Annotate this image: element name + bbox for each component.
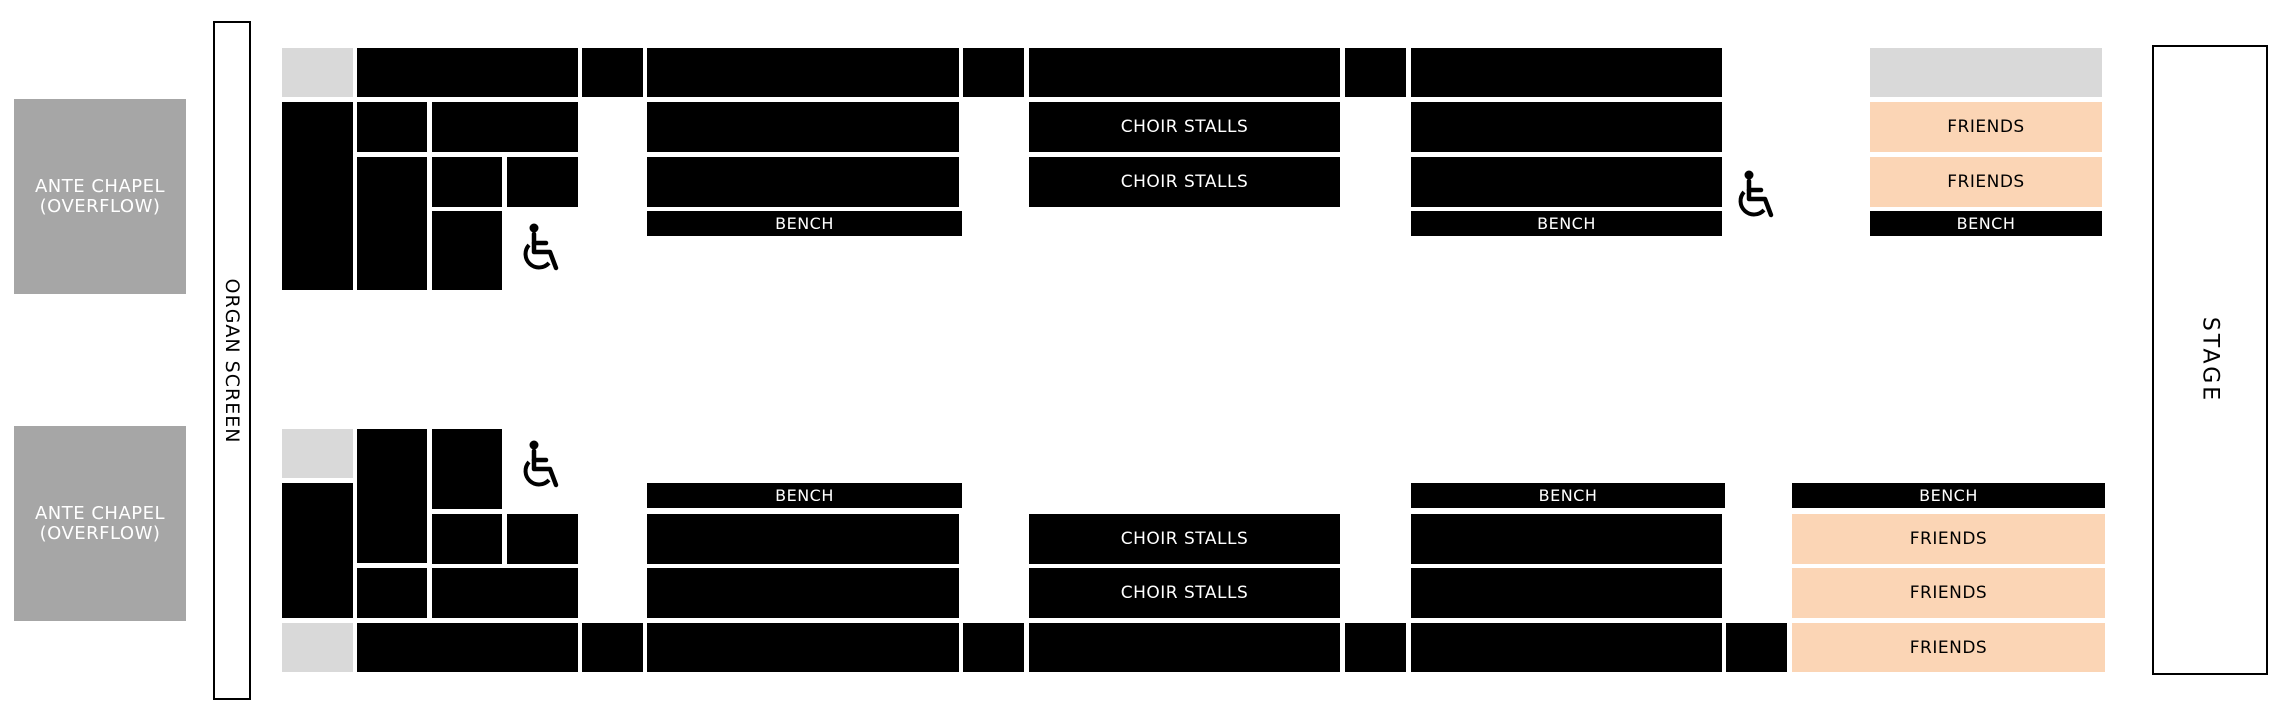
bench[interactable]: BENCH (647, 483, 962, 508)
organ-screen-label: ORGAN SCREEN (221, 278, 243, 443)
seat-block[interactable] (1345, 48, 1406, 97)
seat-block[interactable] (1726, 623, 1787, 672)
bench[interactable]: BENCH (1792, 483, 2105, 508)
seat-block[interactable] (1411, 514, 1722, 564)
ante-chapel-overflow-top[interactable]: ANTE CHAPEL (OVERFLOW) (14, 99, 186, 294)
bench-label: BENCH (775, 214, 834, 233)
seat-block[interactable] (507, 157, 578, 207)
seat-block[interactable] (282, 102, 353, 290)
bench-label: BENCH (1538, 486, 1598, 505)
reserved-seat[interactable] (282, 48, 353, 97)
friends-seating[interactable]: FRIENDS (1870, 102, 2102, 152)
seat-block[interactable] (507, 514, 578, 564)
seat-block[interactable] (647, 568, 959, 618)
seat-block[interactable] (432, 568, 578, 618)
choir-stalls[interactable]: CHOIR STALLS (1029, 514, 1340, 564)
seat-block[interactable] (1411, 48, 1722, 97)
bench-label: BENCH (1956, 214, 2016, 233)
seat-block[interactable] (963, 623, 1024, 672)
seat-block[interactable] (582, 623, 643, 672)
ante-chapel-label: ANTE CHAPEL (OVERFLOW) (34, 502, 166, 544)
friends-label: FRIENDS (1947, 172, 2025, 192)
seat-block[interactable] (282, 483, 353, 618)
seat-block[interactable] (357, 623, 578, 672)
wheelchair-icon (520, 440, 568, 492)
seat-block[interactable] (647, 102, 959, 152)
seat-block[interactable] (647, 623, 959, 672)
seat-block[interactable] (1411, 157, 1722, 207)
seat-block[interactable] (647, 157, 959, 207)
bench-label: BENCH (775, 486, 834, 505)
friends-seating[interactable]: FRIENDS (1792, 514, 2105, 564)
choir-stalls[interactable]: CHOIR STALLS (1029, 157, 1340, 207)
seat-block[interactable] (582, 48, 643, 97)
friends-label: FRIENDS (1909, 583, 1988, 603)
wheelchair-icon (1735, 170, 1783, 222)
friends-label: FRIENDS (1909, 529, 1988, 549)
friends-seating[interactable]: FRIENDS (1792, 623, 2105, 672)
seat-block[interactable] (1029, 623, 1340, 672)
seat-block[interactable] (357, 102, 427, 152)
friends-label: FRIENDS (1947, 117, 2025, 137)
ante-chapel-label: ANTE CHAPEL (OVERFLOW) (34, 175, 166, 217)
choir-stalls[interactable]: CHOIR STALLS (1029, 102, 1340, 152)
wheelchair-icon (520, 223, 568, 275)
seat-block[interactable] (432, 102, 578, 152)
choir-stalls[interactable]: CHOIR STALLS (1029, 568, 1340, 618)
choir-stalls-label: CHOIR STALLS (1120, 117, 1249, 137)
bench-label: BENCH (1537, 214, 1596, 233)
seat-block[interactable] (357, 157, 427, 290)
seat-block[interactable] (1411, 102, 1722, 152)
bench[interactable]: BENCH (647, 211, 962, 236)
reserved-seat[interactable] (1870, 48, 2102, 97)
seat-block[interactable] (1345, 623, 1406, 672)
seat-block[interactable] (1411, 623, 1722, 672)
bench-label: BENCH (1919, 486, 1978, 505)
seat-block[interactable] (432, 157, 502, 207)
stage-label: STAGE (2197, 316, 2223, 404)
seat-block[interactable] (432, 429, 502, 509)
choir-stalls-label: CHOIR STALLS (1120, 583, 1249, 603)
reserved-seat[interactable] (282, 623, 353, 672)
seat-block[interactable] (357, 429, 427, 563)
friends-seating[interactable]: FRIENDS (1870, 157, 2102, 207)
bench[interactable]: BENCH (1411, 211, 1722, 236)
stage: STAGE (2152, 45, 2268, 675)
seat-block[interactable] (647, 48, 959, 97)
bench[interactable]: BENCH (1870, 211, 2102, 236)
bench[interactable]: BENCH (1411, 483, 1725, 508)
choir-stalls-label: CHOIR STALLS (1120, 172, 1249, 192)
seat-block[interactable] (432, 514, 502, 564)
seat-block[interactable] (1029, 48, 1340, 97)
choir-stalls-label: CHOIR STALLS (1120, 529, 1249, 549)
seat-block[interactable] (963, 48, 1024, 97)
seat-block[interactable] (1411, 568, 1722, 618)
friends-seating[interactable]: FRIENDS (1792, 568, 2105, 618)
organ-screen: ORGAN SCREEN (213, 21, 251, 700)
seat-block[interactable] (357, 568, 427, 618)
reserved-seat[interactable] (282, 429, 353, 478)
seat-block[interactable] (432, 211, 502, 290)
friends-label: FRIENDS (1909, 637, 1988, 658)
ante-chapel-overflow-bottom[interactable]: ANTE CHAPEL (OVERFLOW) (14, 426, 186, 621)
seat-block[interactable] (357, 48, 578, 97)
seat-block[interactable] (647, 514, 959, 564)
